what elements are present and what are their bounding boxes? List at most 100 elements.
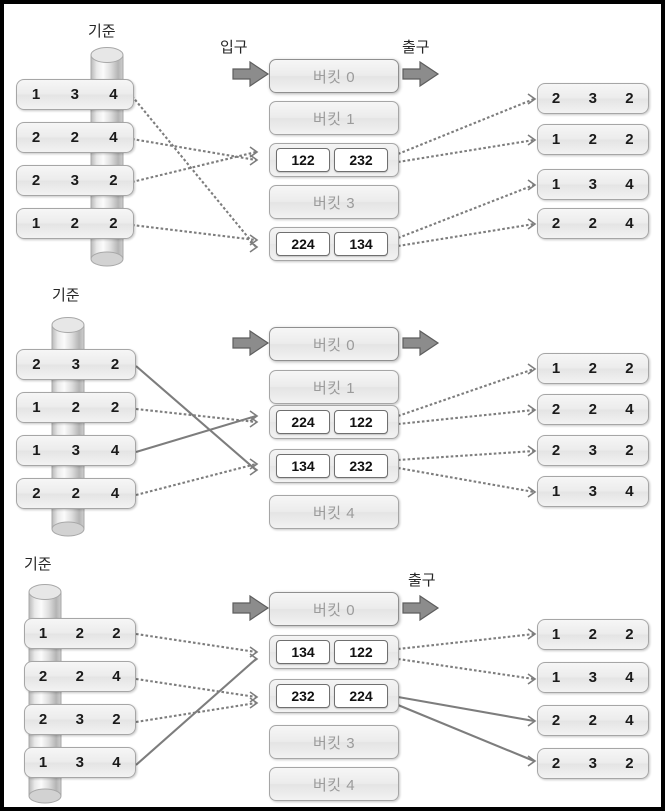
digit-cell: 4 [625,401,635,418]
digit-cell: 4 [109,129,119,146]
digit-cell: 2 [625,90,635,107]
bucket-row-0[interactable]: 버킷 0 [269,327,399,361]
bucket-item[interactable]: 134 [276,640,330,664]
digit-cell: 2 [625,360,635,377]
input-record[interactable]: 1 2 2 [16,208,134,239]
digit-cell: 1 [32,442,42,459]
digit-cell: 2 [109,172,119,189]
digit-cell: 2 [625,442,635,459]
output-record[interactable]: 2 2 4 [537,394,649,425]
digit-cell: 2 [625,626,635,643]
digit-cell: 2 [551,712,561,729]
digit-cell: 3 [588,755,598,772]
bucket-item[interactable]: 224 [276,232,330,256]
digit-cell: 3 [588,483,598,500]
entrance-arrow-icon [232,594,270,622]
bucket-row-0[interactable]: 버킷 0 [269,592,399,626]
digit-cell: 1 [32,399,42,416]
output-record[interactable]: 1 2 2 [537,619,649,650]
output-record[interactable]: 1 3 4 [537,662,649,693]
output-record[interactable]: 1 3 4 [537,476,649,507]
bucket-item[interactable]: 224 [334,684,388,708]
bucket-item[interactable]: 224 [276,410,330,434]
bucket-row-4[interactable]: 224 134 [269,227,399,261]
bucket-item[interactable]: 122 [276,148,330,172]
digit-cell: 1 [31,86,41,103]
digit-cell: 1 [551,669,561,686]
bucket-row-2[interactable]: 232 224 [269,679,399,713]
digit-cell: 2 [70,129,80,146]
digit-cell: 2 [588,131,598,148]
bucket-row-1[interactable]: 134 122 [269,635,399,669]
digit-cell: 3 [588,90,598,107]
bucket-row-3[interactable]: 134 232 [269,449,399,483]
digit-cell: 2 [112,625,122,642]
input-record[interactable]: 1 2 2 [24,618,136,649]
digit-cell: 2 [588,712,598,729]
bucket-item[interactable]: 232 [334,454,388,478]
bucket-label: 버킷 1 [312,110,356,128]
bucket-row-3[interactable]: 버킷 3 [269,185,399,219]
entrance-arrow-icon [232,329,270,357]
input-record[interactable]: 2 2 4 [16,122,134,153]
digit-cell: 2 [588,626,598,643]
exit-arrow-icon [402,329,440,357]
exit-label: 출구 [402,39,430,56]
key-label: 기준 [24,556,52,573]
bucket-item[interactable]: 134 [276,454,330,478]
digit-cell: 4 [110,442,120,459]
digit-cell: 4 [625,712,635,729]
digit-cell: 4 [625,215,635,232]
digit-cell: 2 [588,215,598,232]
input-record[interactable]: 2 3 2 [16,349,136,380]
output-record[interactable]: 1 2 2 [537,353,649,384]
input-record[interactable]: 2 2 4 [24,661,136,692]
output-record[interactable]: 2 3 2 [537,83,649,114]
digit-cell: 2 [71,399,81,416]
bucket-row-0[interactable]: 버킷 0 [269,59,399,93]
digit-cell: 2 [551,90,561,107]
bucket-row-4[interactable]: 버킷 4 [269,495,399,529]
digit-cell: 1 [38,754,48,771]
bucket-item[interactable]: 122 [334,410,388,434]
pass-3-panel: 기준 출구 [4,549,661,807]
bucket-item[interactable]: 232 [276,684,330,708]
input-record[interactable]: 1 2 2 [16,392,136,423]
output-record[interactable]: 2 3 2 [537,435,649,466]
bucket-row-3[interactable]: 버킷 3 [269,725,399,759]
key-label: 기준 [88,23,116,40]
bucket-row-4[interactable]: 버킷 4 [269,767,399,801]
output-record[interactable]: 2 2 4 [537,705,649,736]
bucket-label: 버킷 3 [312,194,356,212]
digit-cell: 1 [551,626,561,643]
bucket-item[interactable]: 232 [334,148,388,172]
bucket-row-1[interactable]: 버킷 1 [269,101,399,135]
input-record[interactable]: 2 3 2 [24,704,136,735]
bucket-item[interactable]: 134 [334,232,388,256]
output-record[interactable]: 2 2 4 [537,208,649,239]
digit-cell: 1 [551,360,561,377]
output-record[interactable]: 1 3 4 [537,169,649,200]
bucket-label: 버킷 0 [312,68,356,86]
digit-cell: 1 [551,176,561,193]
input-record[interactable]: 2 3 2 [16,165,134,196]
input-record[interactable]: 1 3 4 [16,79,134,110]
bucket-row-2[interactable]: 122 232 [269,143,399,177]
digit-cell: 2 [31,129,41,146]
digit-cell: 4 [625,483,635,500]
exit-arrow-icon [402,60,440,88]
bucket-item[interactable]: 122 [334,640,388,664]
output-record[interactable]: 1 2 2 [537,124,649,155]
digit-cell: 2 [31,172,41,189]
input-record[interactable]: 1 3 4 [24,747,136,778]
digit-cell: 2 [625,755,635,772]
digit-cell: 2 [32,356,42,373]
bucket-row-1[interactable]: 버킷 1 [269,370,399,404]
digit-cell: 2 [75,668,85,685]
digit-cell: 2 [38,711,48,728]
input-record[interactable]: 2 2 4 [16,478,136,509]
digit-cell: 2 [32,485,42,502]
input-record[interactable]: 1 3 4 [16,435,136,466]
output-record[interactable]: 2 3 2 [537,748,649,779]
bucket-row-2[interactable]: 224 122 [269,405,399,439]
